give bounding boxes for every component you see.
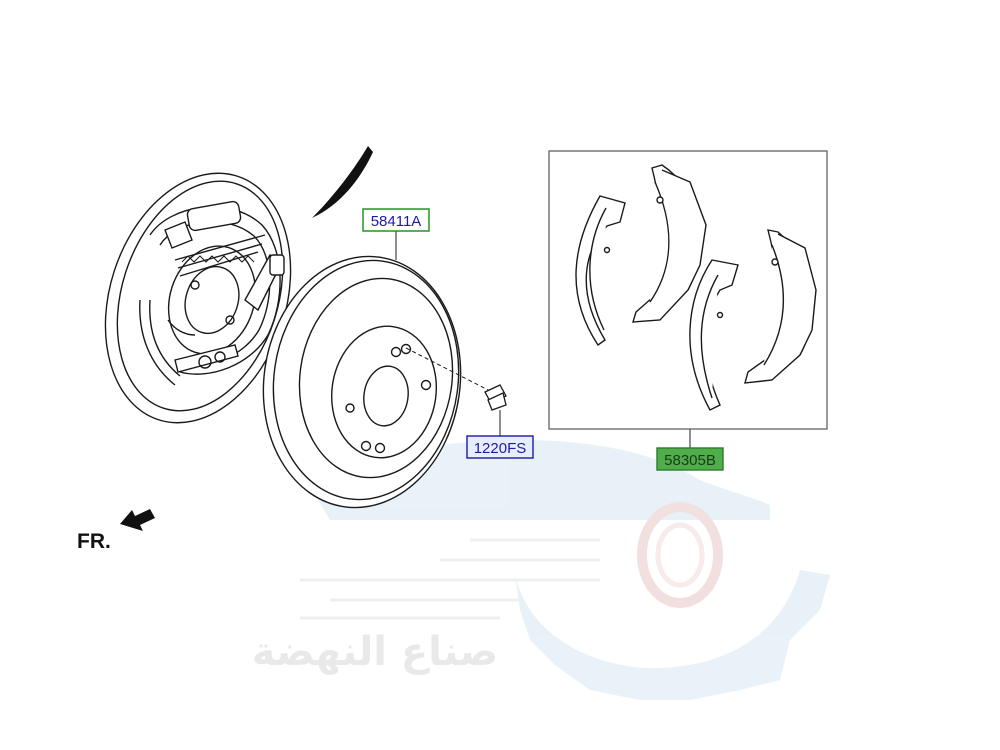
curved-marker [312, 146, 373, 218]
shoe-kit-box [548, 150, 828, 430]
backing-plate-assembly [104, 172, 292, 424]
bolt-part [405, 347, 507, 411]
front-label: FR. [77, 530, 111, 553]
callout-box [466, 435, 534, 459]
callout-code: 58305B [664, 452, 716, 469]
callout-58305B[interactable]: 58305B [656, 447, 724, 471]
callout-box [656, 447, 724, 471]
leader-lines [395, 231, 691, 448]
arrow-front-icon [120, 509, 155, 531]
callout-code: 58411A [371, 213, 422, 230]
callout-58411A[interactable]: 58411A [362, 208, 430, 232]
watermark-text: صناع النهضة [252, 629, 498, 675]
brake-drum [262, 255, 462, 509]
callout-code: 1220FS [474, 440, 527, 457]
brake-shoes [575, 164, 817, 411]
callout-box [362, 208, 430, 232]
callout-1220FS[interactable]: 1220FS [466, 435, 534, 459]
front-direction-indicator: FR. [77, 509, 155, 553]
